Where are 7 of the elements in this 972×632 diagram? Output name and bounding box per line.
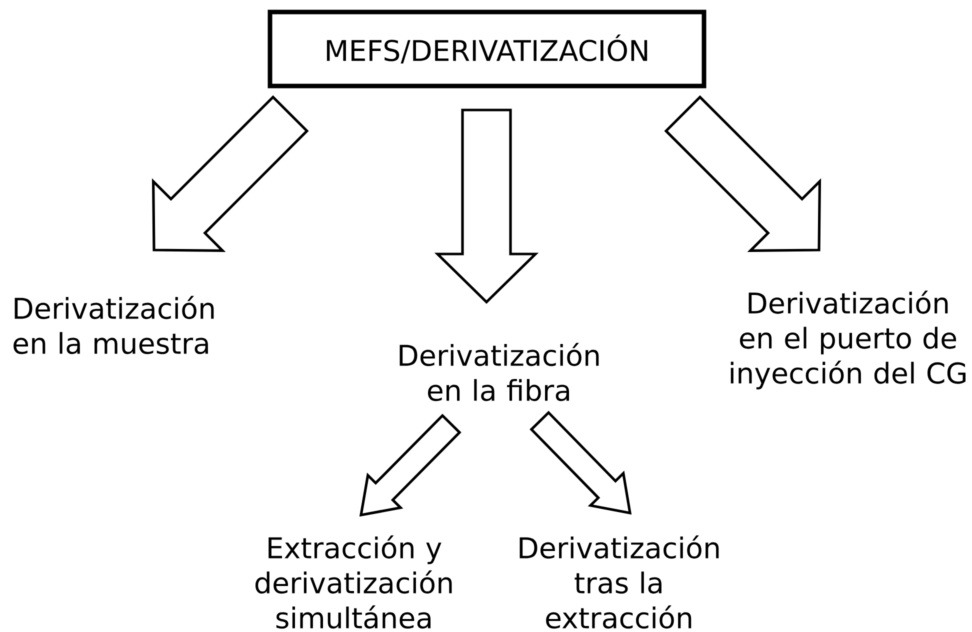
category-label: Extracción y derivatización simultánea xyxy=(255,535,452,629)
category-label: Derivatización en el puerto de inyección del CG xyxy=(730,290,966,390)
category-label: Derivatización tras la extracción xyxy=(520,535,719,629)
category-label: Derivatización en la fibra xyxy=(400,342,599,402)
block-arrow xyxy=(434,108,539,304)
title-box: MEFS/DERIVATIZACIÓN xyxy=(268,10,706,88)
category-label: Derivatización en la muestra xyxy=(14,296,214,354)
